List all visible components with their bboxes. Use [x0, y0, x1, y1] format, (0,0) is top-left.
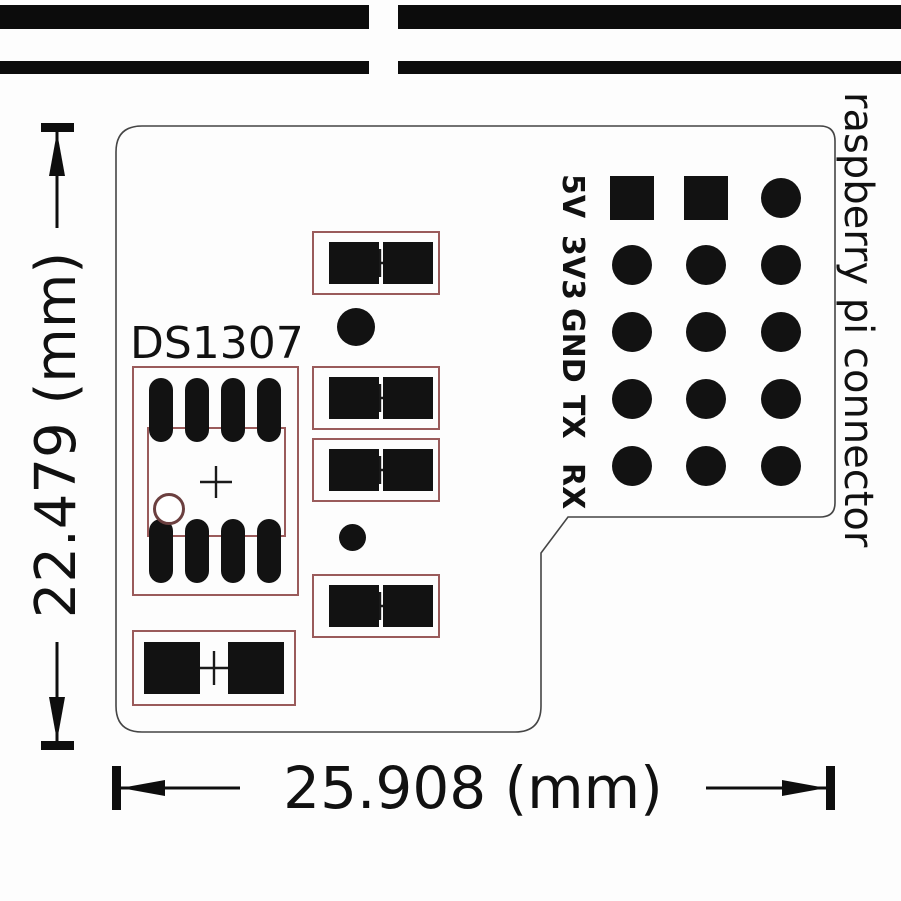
connector-pad-round-3v3 [612, 245, 652, 285]
passive2-pad-right [383, 377, 433, 419]
pin-label-rx: RX [555, 463, 590, 510]
soic-pad-5 [257, 519, 281, 583]
vertical-dimension-label: 22.479 (mm) [24, 251, 89, 619]
arrowhead-down [49, 697, 65, 741]
bottom-pad-right [228, 642, 284, 694]
arrowhead-left [121, 780, 165, 796]
arrowhead-right [782, 780, 826, 796]
top-bar-segment-right-thick [398, 5, 901, 29]
connector-pad-round [686, 379, 726, 419]
passive-footprint-4 [312, 574, 440, 638]
connector-pad-square [684, 176, 728, 220]
passive-footprint-3 [312, 438, 440, 502]
connector-pad-round [761, 379, 801, 419]
arrowhead-up [49, 132, 65, 176]
via-1 [337, 308, 375, 346]
connector-pad-round [761, 245, 801, 285]
vertical-dimension-arrow [41, 123, 74, 750]
passive-footprint-2 [312, 366, 440, 430]
soic-pad-2 [185, 378, 209, 442]
pin-label-tx: TX [555, 395, 590, 439]
chip-label: DS1307 [130, 318, 304, 369]
connector-pad-round [686, 446, 726, 486]
connector-pad-round-tx [612, 379, 652, 419]
pin1-marker-circle [153, 493, 185, 525]
connector-pad-round [761, 446, 801, 486]
passive1-pad-left [329, 242, 379, 284]
dimension-tick-left [112, 766, 121, 810]
soic-body-outline [147, 427, 286, 537]
connector-pad-square-5v [610, 176, 654, 220]
connector-title: raspberry pi connector [835, 92, 881, 548]
dimension-tick-bottom [41, 741, 74, 750]
connector-pad-round-gnd [612, 312, 652, 352]
pin-label-3v3: 3V3 [555, 235, 590, 300]
top-bar-segment-left-thin [0, 61, 369, 74]
passive-footprint-1 [312, 231, 440, 295]
dimension-tick-right [826, 766, 835, 810]
passive4-pad-left [329, 585, 379, 627]
horizontal-dimension-label: 25.908 (mm) [283, 754, 663, 822]
connector-pad-round [761, 178, 801, 218]
soic-pad-3 [221, 378, 245, 442]
soic-pad-1 [149, 378, 173, 442]
soic-pad-4 [257, 378, 281, 442]
passive4-pad-right [383, 585, 433, 627]
pin-label-5v: 5V [555, 174, 590, 219]
passive1-pad-right [383, 242, 433, 284]
pin-label-gnd: GND [555, 308, 590, 383]
horizontal-dimension-arrow [112, 766, 835, 810]
soic-pad-7 [185, 519, 209, 583]
board-outline [115, 125, 836, 733]
connector-pad-round [761, 312, 801, 352]
passive3-pad-left [329, 449, 379, 491]
dimension-tick-top [41, 123, 74, 132]
connector-pad-round-rx [612, 446, 652, 486]
top-bar-segment-right-thin [398, 61, 901, 74]
passive2-pad-left [329, 377, 379, 419]
soic8-footprint [132, 366, 299, 596]
top-bar-segment-left-thick [0, 5, 369, 29]
smd-footprint-bottom [132, 630, 296, 706]
soic-pad-8 [149, 519, 173, 583]
via-2 [339, 524, 366, 551]
bottom-pad-left [144, 642, 200, 694]
connector-pad-round [686, 312, 726, 352]
passive3-pad-right [383, 449, 433, 491]
soic-pad-6 [221, 519, 245, 583]
connector-pad-round [686, 245, 726, 285]
